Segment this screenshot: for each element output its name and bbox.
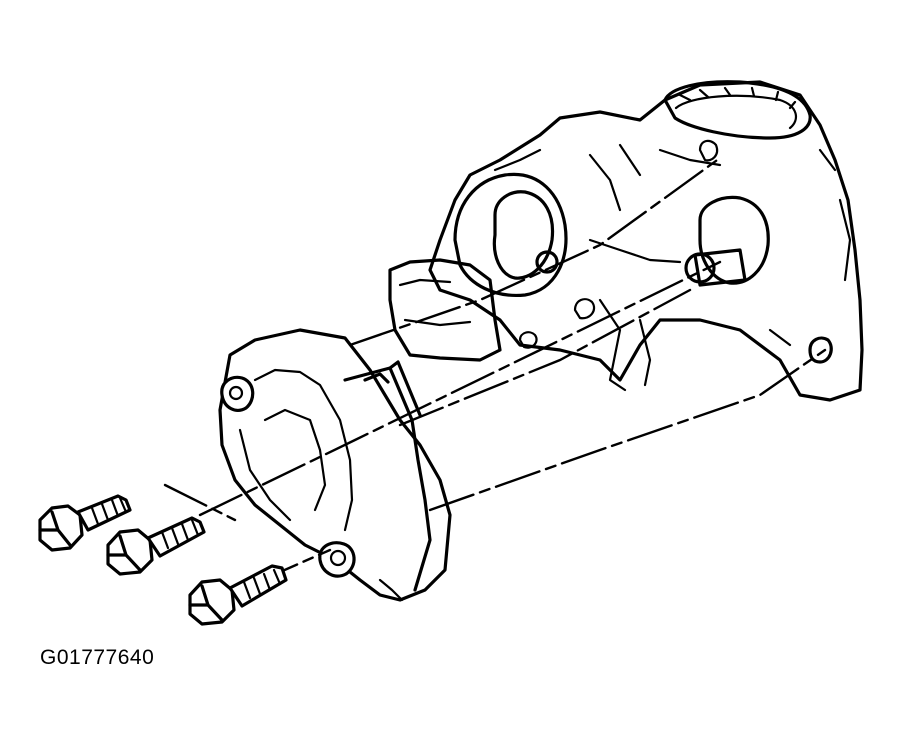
figure-id-label: G01777640 (40, 646, 155, 669)
bolt-lower (188, 564, 288, 626)
engine-housing (388, 80, 864, 402)
bolt-middle (106, 516, 206, 576)
mounting-bracket (218, 328, 452, 602)
bolt-upper (38, 494, 132, 552)
alignment-guides (163, 156, 827, 585)
